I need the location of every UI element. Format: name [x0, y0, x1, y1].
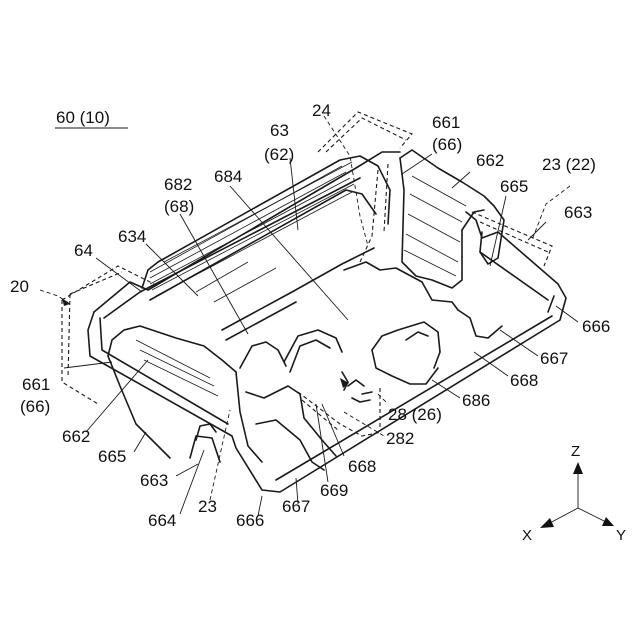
label-668-mid: 668	[348, 457, 376, 476]
label-682: 682	[164, 175, 192, 194]
label-664: 664	[148, 511, 176, 530]
label-66-paren-left: (66)	[20, 397, 50, 416]
label-62-paren: (62)	[264, 145, 294, 164]
label-64: 64	[74, 241, 93, 260]
axis-label-x: X	[522, 527, 532, 544]
label-669: 669	[320, 481, 348, 500]
axis-label-y: Y	[616, 527, 626, 544]
label-63: 63	[270, 121, 289, 140]
label-665-top: 665	[500, 177, 528, 196]
z-axis-arrowhead	[573, 462, 583, 474]
label-662-left: 662	[62, 427, 90, 446]
label-23-22: 23 (22)	[542, 155, 596, 174]
label-28-26: 28 (26)	[388, 405, 442, 424]
reference-labels: 60 (10) 24 63 (62) 661 (66) 662 23 (22) …	[10, 101, 610, 530]
axis-label-z: Z	[571, 443, 580, 460]
label-666-right: 666	[582, 317, 610, 336]
label-661-left: 661	[22, 375, 50, 394]
label-282: 282	[386, 429, 414, 448]
label-665-left: 665	[98, 447, 126, 466]
figure-title: 60 (10)	[56, 108, 110, 127]
label-663-top: 663	[564, 203, 592, 222]
label-686: 686	[462, 391, 490, 410]
label-634: 634	[118, 227, 146, 246]
x-axis-arrowhead	[540, 518, 554, 528]
label-666-bottom: 666	[236, 511, 264, 530]
label-684: 684	[214, 167, 242, 186]
y-axis-arrowhead	[602, 517, 614, 526]
label-662-top: 662	[476, 151, 504, 170]
label-20: 20	[10, 277, 29, 296]
label-24: 24	[312, 101, 331, 120]
label-66-paren-top: (66)	[432, 135, 462, 154]
label-23: 23	[198, 497, 217, 516]
label-667-right: 667	[540, 349, 568, 368]
label-68-paren: (68)	[164, 197, 194, 216]
label-661-top: 661	[432, 113, 460, 132]
label-667-bottom: 667	[282, 497, 310, 516]
label-663-left: 663	[140, 471, 168, 490]
axis-triad: Z X Y	[522, 443, 626, 544]
label-668-right: 668	[510, 371, 538, 390]
